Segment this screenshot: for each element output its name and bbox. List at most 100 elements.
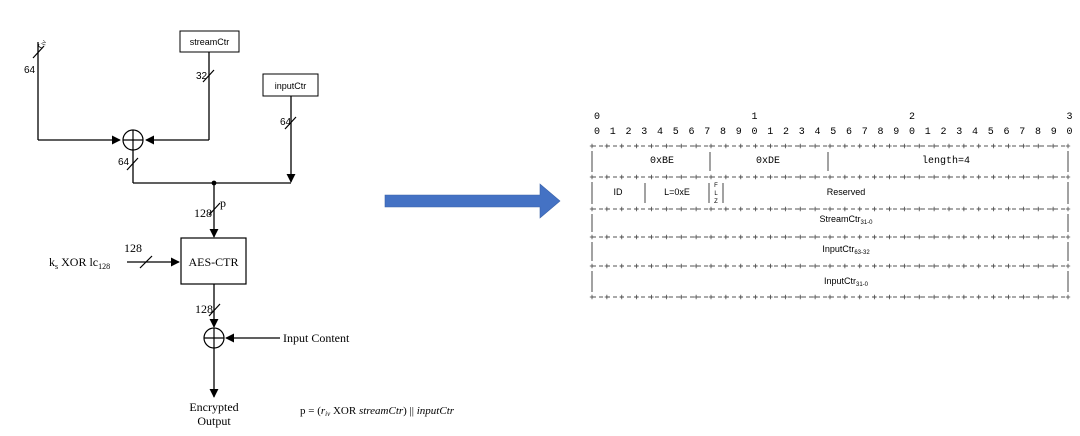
grid-plus (1050, 234, 1056, 240)
grid-plus (1021, 143, 1026, 149)
field-l: L=0xE (664, 187, 690, 197)
grid-plus (946, 174, 952, 180)
grid-plus (946, 263, 952, 269)
grid-plus (738, 234, 743, 240)
grid-plus (872, 143, 877, 149)
grid-plus (768, 294, 773, 300)
bit-tens-label: 1 (751, 112, 757, 123)
grid-plus (1065, 234, 1071, 240)
grid-plus (872, 263, 877, 269)
grid-plus (902, 143, 907, 149)
grid-plus (961, 174, 967, 180)
bit-index-label: 3 (956, 127, 962, 138)
grid-plus (634, 143, 639, 149)
field-flz-l: L (714, 191, 718, 197)
grid-plus (634, 263, 639, 269)
bit-index-label: 0 (751, 127, 757, 138)
grid-plus (1065, 174, 1071, 180)
grid-plus (783, 206, 788, 212)
grid-plus (604, 263, 610, 269)
stream-ctr-label: streamCtr (190, 37, 230, 47)
grid-plus (917, 174, 922, 180)
bit-index-label: 4 (972, 127, 978, 138)
encrypted-output-line1: Encrypted (189, 400, 238, 414)
grid-plus (961, 234, 967, 240)
grid-plus (1036, 234, 1041, 240)
field-streamctr: StreamCtr31-0 (819, 214, 873, 226)
grid-plus (1021, 234, 1026, 240)
bus-slash (126, 157, 139, 171)
grid-plus (649, 234, 654, 240)
transition-arrow (384, 183, 561, 219)
grid-plus (827, 174, 833, 180)
bit-index-label: 4 (814, 127, 820, 138)
grid-plus (723, 174, 729, 180)
grid-plus (1006, 206, 1011, 212)
grid-plus (1036, 143, 1041, 149)
grid-plus (842, 234, 848, 240)
grid-plus (872, 206, 877, 212)
grid-plus (634, 206, 639, 212)
grid-plus (708, 143, 714, 149)
field-flz-z: Z (714, 199, 718, 205)
grid-plus (753, 234, 758, 240)
grid-plus (931, 206, 937, 212)
grid-plus (589, 174, 595, 180)
grid-plus (783, 174, 788, 180)
grid-plus (619, 174, 624, 180)
grid-plus (917, 143, 922, 149)
grid-plus (604, 206, 610, 212)
grid-plus (708, 294, 714, 300)
grid-plus (902, 294, 907, 300)
grid-plus (589, 143, 595, 149)
grid-plus (1050, 294, 1056, 300)
grid-plus (798, 263, 803, 269)
grid-plus (857, 234, 862, 240)
bit-index-label: 5 (673, 127, 679, 138)
bit-index-label: 0 (1066, 127, 1072, 138)
grid-plus (827, 263, 833, 269)
field-flz-f: F (714, 183, 718, 189)
grid-plus (679, 294, 684, 300)
grid-plus (649, 294, 654, 300)
bit-index-label: 9 (1051, 127, 1057, 138)
bit-index-label: 0 (594, 127, 600, 138)
grid-plus (634, 294, 639, 300)
bit-index-label: 6 (846, 127, 852, 138)
grid-plus (783, 234, 788, 240)
grid-plus (1050, 206, 1056, 212)
input-ctr-label: inputCtr (275, 81, 307, 91)
grid-plus (1036, 174, 1041, 180)
grid-plus (827, 143, 833, 149)
packet-grid (589, 143, 1071, 300)
grid-plus (664, 263, 669, 269)
grid-plus (857, 174, 862, 180)
grid-plus (634, 234, 639, 240)
grid-plus (976, 294, 981, 300)
grid-plus (768, 174, 773, 180)
bit-index-label: 1 (925, 127, 931, 138)
grid-plus (604, 174, 610, 180)
grid-plus (693, 206, 699, 212)
grid-plus (946, 143, 952, 149)
grid-plus (753, 174, 758, 180)
grid-plus (976, 174, 981, 180)
bit-index-label: 3 (641, 127, 647, 138)
grid-plus (812, 143, 818, 149)
grid-plus (946, 294, 952, 300)
grid-plus (902, 263, 907, 269)
grid-plus (738, 263, 743, 269)
grid-plus (753, 143, 758, 149)
grid-plus (693, 234, 699, 240)
grid-plus (1050, 263, 1056, 269)
aes-ctr-label: AES-CTR (188, 255, 238, 269)
grid-plus (872, 294, 877, 300)
grid-plus (857, 206, 862, 212)
grid-plus (768, 234, 773, 240)
grid-plus (738, 143, 743, 149)
grid-plus (723, 143, 729, 149)
grid-plus (961, 206, 967, 212)
grid-plus (723, 263, 729, 269)
bit-index-label: 8 (1035, 127, 1041, 138)
